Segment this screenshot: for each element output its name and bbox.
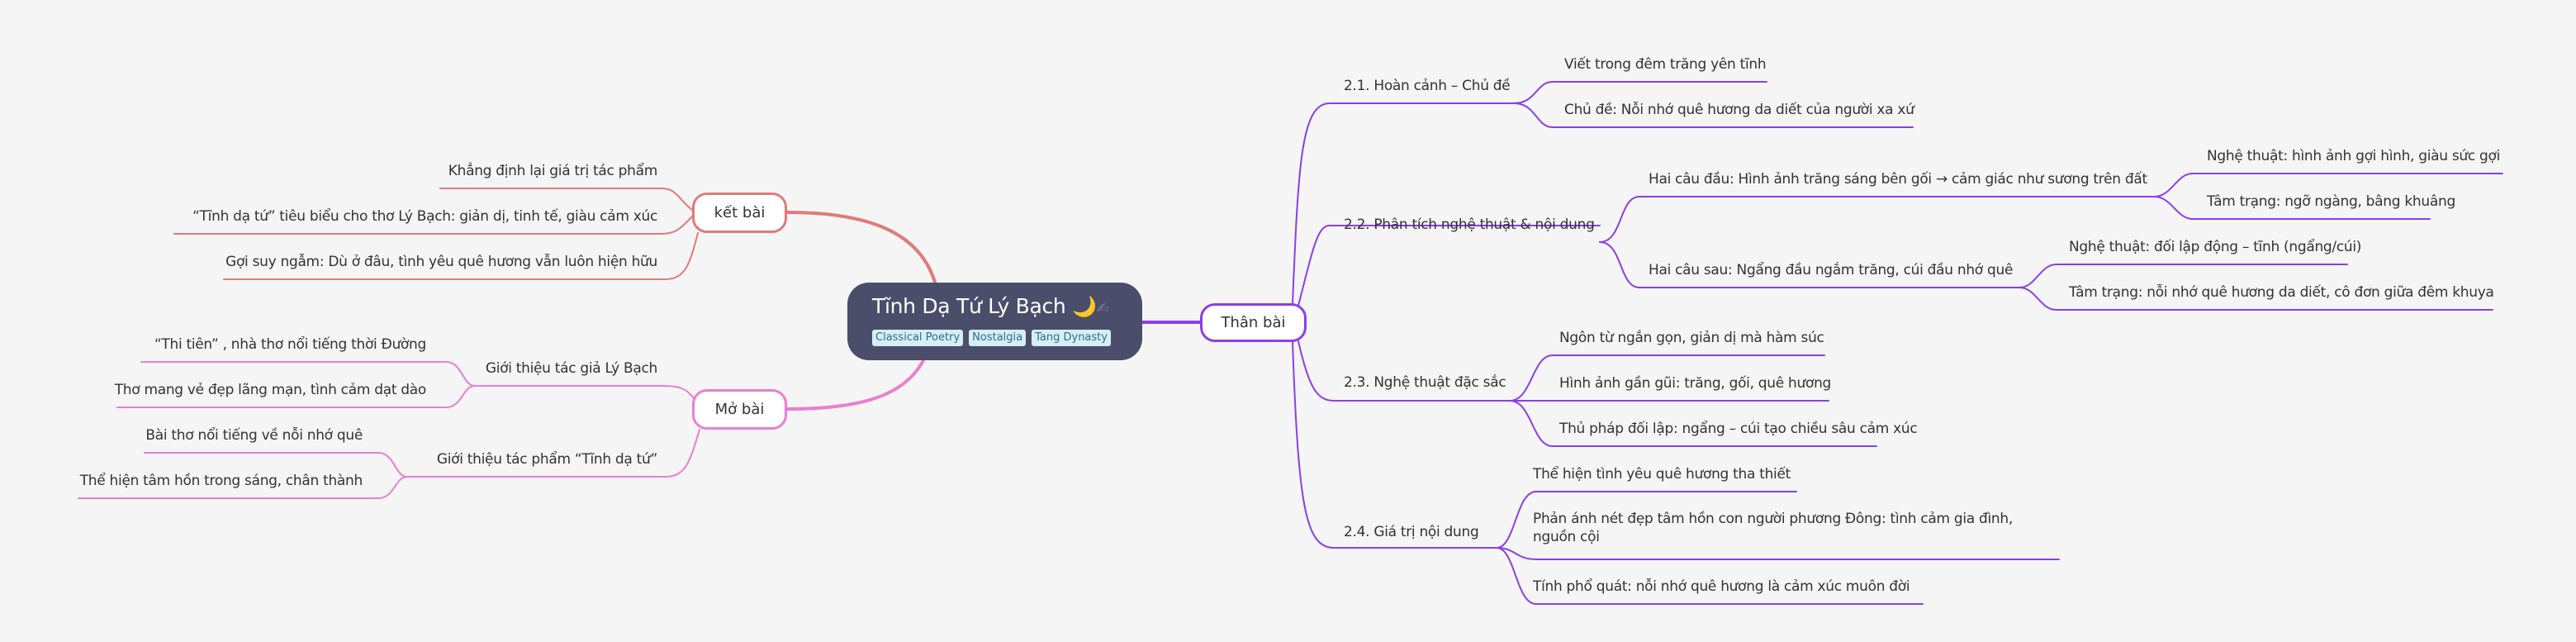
connector-root-mo-bai [785, 359, 925, 411]
connector-than-bai-section [1292, 102, 1515, 305]
mo-bai-subtopic[interactable]: Giới thiệu tác phẩm “Tĩnh dạ tứ” [436, 451, 657, 468]
connector-root-ket-bai [785, 211, 937, 287]
mo-bai-item[interactable]: Bài thơ nổi tiếng về nỗi nhớ quê [145, 427, 363, 444]
writing-hand-icon: ✍ [1096, 300, 1109, 317]
tag-tang-dynasty[interactable]: Tang Dynasty [1032, 330, 1111, 346]
than-bai-item[interactable]: Phản ánh nét đẹp tâm hồn con người phươn… [1533, 511, 2013, 545]
than-bai-item[interactable]: Chủ đề: Nỗi nhớ quê hương da diết của ng… [1564, 102, 1914, 118]
than-bai-section[interactable]: 2.1. Hoàn cảnh – Chủ đề [1344, 78, 1511, 94]
mo-bai-item[interactable]: Thơ mang vẻ đẹp lãng mạn, tình cảm dạt d… [114, 382, 427, 398]
than-bai-item[interactable]: Ngôn từ ngắn gọn, giản dị mà hàm súc [1559, 330, 1824, 346]
than-bai-section[interactable]: 2.4. Giá trị nội dung [1344, 524, 1479, 540]
connector-than-bai-item [1599, 196, 2155, 243]
connector-mo-bai-subtopic [474, 385, 695, 400]
topic-than-bai[interactable]: Thân bài [1200, 303, 1307, 342]
than-bai-item[interactable]: Hình ảnh gần gũi: trăng, gối, quê hương [1559, 375, 1832, 392]
than-bai-item[interactable]: Hai câu sau: Ngẩng đầu ngắm trăng, cúi đ… [1649, 262, 2014, 278]
connector-than-bai-item [1496, 547, 2060, 560]
connector-than-bai-section [1297, 225, 1601, 307]
than-bai-item[interactable]: Nghệ thuật: đối lập động – tĩnh (ngẩng/c… [2069, 239, 2362, 255]
than-bai-item[interactable]: Nghệ thuật: hình ảnh gợi hình, giàu sức … [2207, 148, 2501, 164]
than-bai-item[interactable]: Tâm trạng: nỗi nhớ quê hương da diết, cô… [2069, 284, 2494, 301]
than-bai-item[interactable]: Viết trong đêm trăng yên tĩnh [1564, 56, 1767, 73]
ket-bai-item[interactable]: “Tĩnh dạ tứ” tiêu biểu cho thơ Lý Bạch: … [192, 208, 657, 225]
topic-ket-bai[interactable]: kết bài [692, 193, 787, 233]
tag-classical-poetry[interactable]: Classical Poetry [872, 330, 964, 346]
than-bai-item[interactable]: Hai câu đầu: Hình ảnh trăng sáng bên gối… [1649, 171, 2147, 188]
ket-bai-item[interactable]: Khẳng định lại giá trị tác phẩm [448, 163, 658, 179]
than-bai-item[interactable]: Thể hiện tình yêu quê hương tha thiết [1533, 466, 1791, 483]
mo-bai-item[interactable]: Thể hiện tâm hồn trong sáng, chân thành [79, 473, 363, 489]
connector-than-bai-section [1297, 340, 1511, 402]
than-bai-item[interactable]: Tính phổ quát: nỗi nhớ quê hương là cảm … [1533, 578, 1910, 595]
than-bai-section[interactable]: 2.2. Phân tích nghệ thuật & nội dung [1344, 216, 1595, 233]
topic-than-bai-label: Thân bài [1221, 314, 1286, 331]
tag-nostalgia[interactable]: Nostalgia [969, 330, 1027, 346]
mo-bai-item[interactable]: “Thi tiên” , nhà thơ nổi tiếng thời Đườn… [154, 336, 426, 353]
root-title: Tĩnh Dạ Tứ Lý Bạch [872, 294, 1066, 318]
connector-than-bai-section [1292, 340, 1497, 549]
than-bai-item[interactable]: Tâm trạng: ngỡ ngàng, bâng khuâng [2207, 193, 2455, 210]
than-bai-item[interactable]: Thủ pháp đối lập: ngẩng – cúi tạo chiều … [1559, 421, 1918, 437]
root-title-row: Tĩnh Dạ Tứ Lý Bạch 🌙✍ [872, 292, 1142, 323]
moon-icon: 🌙 [1072, 295, 1097, 318]
topic-ket-bai-label: kết bài [714, 204, 766, 221]
ket-bai-item[interactable]: Gợi suy ngẫm: Dù ở đâu, tình yêu quê hươ… [225, 254, 657, 270]
root-tags: Classical Poetry Nostalgia Tang Dynasty [872, 330, 1142, 346]
mo-bai-subtopic[interactable]: Giới thiệu tác giả Lý Bạch [485, 360, 657, 377]
root-topic[interactable]: Tĩnh Dạ Tứ Lý Bạch 🌙✍ Classical Poetry N… [847, 283, 1142, 360]
topic-mo-bai[interactable]: Mở bài [692, 389, 787, 430]
than-bai-section[interactable]: 2.3. Nghệ thuật đặc sắc [1344, 374, 1506, 391]
topic-mo-bai-label: Mở bài [714, 401, 765, 418]
